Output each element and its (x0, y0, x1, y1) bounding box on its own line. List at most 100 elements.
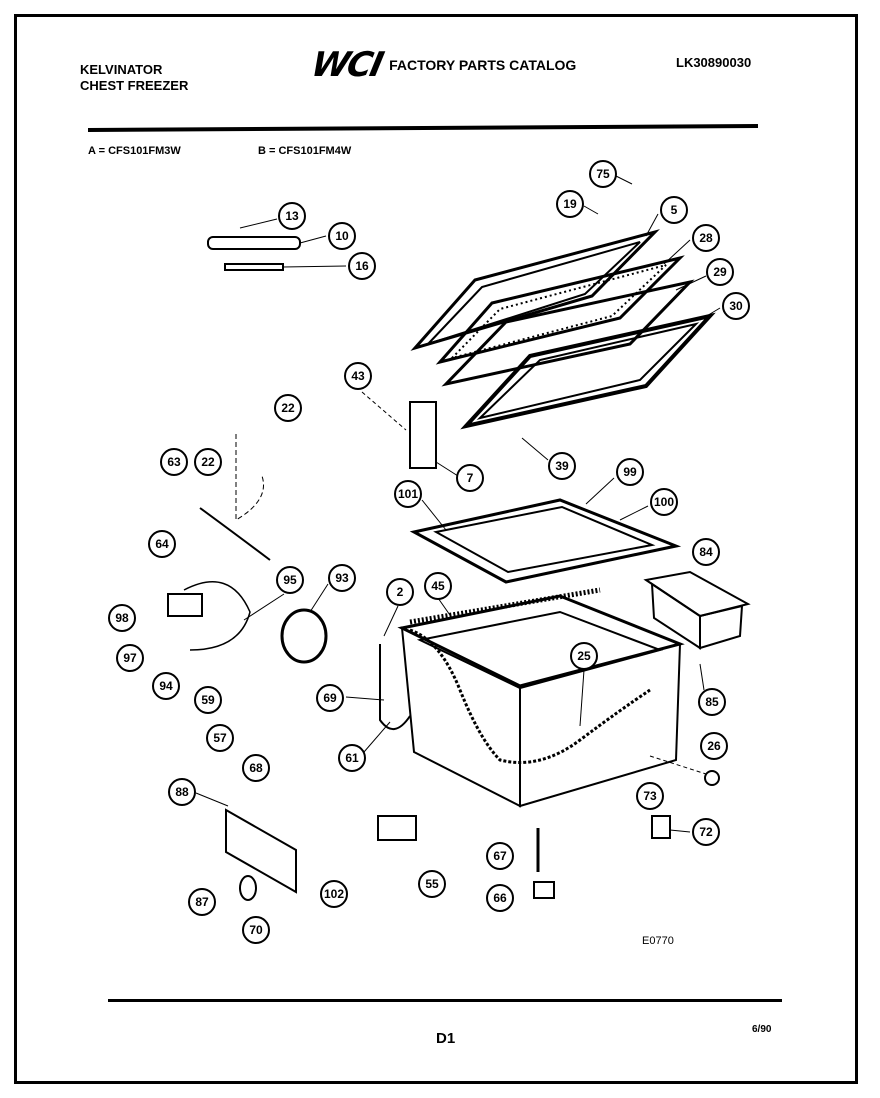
callout: 67 (486, 842, 514, 870)
callout-number: 99 (623, 465, 637, 479)
callout-number: 29 (713, 265, 727, 279)
control-panel (225, 808, 297, 894)
cabinet-side (519, 642, 682, 808)
callout: 75 (589, 160, 617, 188)
callout-number: 95 (283, 573, 297, 587)
callout-number: 2 (397, 585, 404, 599)
callout: 45 (424, 572, 452, 600)
catalog-number: LK30890030 (676, 55, 752, 70)
callout: 97 (116, 644, 144, 672)
page-number: D1 (436, 1030, 456, 1047)
callout: 39 (548, 452, 576, 480)
callout-number: 55 (425, 877, 439, 891)
callout-number: 101 (398, 487, 418, 501)
callout: 98 (108, 604, 136, 632)
screw-13-leader (239, 218, 278, 229)
callout: 19 (556, 190, 584, 218)
callout-number: 93 (335, 571, 349, 585)
callout: 99 (616, 458, 644, 486)
part-drawings (167, 175, 751, 901)
catalog-title: FACTORY PARTS CATALOG (389, 57, 577, 73)
latch (651, 815, 671, 839)
callout-number: 68 (249, 761, 263, 775)
callout: 73 (636, 782, 664, 810)
callout-number: 97 (123, 651, 137, 665)
callout-number: 7 (467, 471, 474, 485)
callout: 16 (348, 252, 376, 280)
callout-number: 94 (159, 679, 173, 693)
callout-number: 43 (351, 369, 365, 383)
hinge-leader (435, 461, 459, 477)
callout-number: 22 (281, 401, 295, 415)
handle-leader (299, 235, 327, 244)
callout: 7 (456, 464, 484, 492)
leader-75 (615, 175, 633, 185)
callout-number: 85 (705, 695, 719, 709)
callout: 22 (194, 448, 222, 476)
callout: 43 (344, 362, 372, 390)
model-b: B = CFS101FM4W (258, 145, 352, 157)
callout: 93 (328, 564, 356, 592)
callout: 68 (242, 754, 270, 782)
cabinet-front (400, 626, 521, 808)
drain-plug (704, 770, 720, 786)
callout-number: 57 (213, 731, 227, 745)
callout: 72 (692, 818, 720, 846)
callout: 95 (276, 566, 304, 594)
callout: 25 (570, 642, 598, 670)
print-date: 6/90 (752, 1024, 772, 1035)
figure-reference: E0770 (642, 935, 674, 947)
callout-number: 98 (115, 611, 129, 625)
callout-number: 5 (671, 203, 678, 217)
temperature-control (377, 815, 417, 841)
callout-number: 59 (201, 693, 215, 707)
callout: 22 (274, 394, 302, 422)
callout: 100 (650, 488, 678, 516)
callout: 5 (660, 196, 688, 224)
callout-number: 66 (493, 891, 507, 905)
compressor (280, 608, 328, 664)
leader-101 (421, 499, 447, 531)
hinge-screw-leader (361, 391, 407, 431)
lid-gasket-inner (476, 322, 700, 420)
tube-leader-2 (363, 721, 391, 753)
callout-number: 69 (323, 691, 337, 705)
callout-number: 26 (707, 739, 721, 753)
callout-number: 102 (324, 887, 344, 901)
callout-number: 84 (699, 545, 713, 559)
catalog-header: WCI FACTORY PARTS CATALOG (308, 45, 577, 85)
tube-leader (345, 696, 385, 701)
lid-frame-inner (427, 241, 641, 345)
hinge (409, 401, 437, 469)
callout-number: 10 (335, 229, 349, 243)
leader-100 (619, 505, 649, 521)
callout: 57 (206, 724, 234, 752)
basket-side (699, 604, 744, 650)
callout: 10 (328, 222, 356, 250)
callout-number: 100 (654, 495, 674, 509)
callout: 64 (148, 530, 176, 558)
leader-85 (699, 663, 705, 691)
control-knob (239, 875, 257, 901)
callout: 30 (722, 292, 750, 320)
model-a: A = CFS101FM3W (88, 145, 181, 157)
callout-number: 73 (643, 789, 657, 803)
callout: 87 (188, 888, 216, 916)
condenser-coil (409, 628, 651, 764)
leader-5 (645, 213, 659, 237)
callout: 55 (418, 870, 446, 898)
callout-number: 25 (577, 649, 591, 663)
callout-labels: 75 19 5 28 29 30 13 10 16 43 7 39 22 63 … (108, 160, 750, 944)
leader-25 (579, 669, 585, 727)
callout-number: 19 (563, 197, 577, 211)
breaker-strip (409, 498, 682, 584)
callout: 29 (706, 258, 734, 286)
compressor-leader (309, 583, 329, 613)
callout: 66 (486, 884, 514, 912)
lid-gasket (460, 312, 716, 430)
product-name: CHEST FREEZER (80, 78, 189, 93)
callout-number: 70 (249, 923, 263, 937)
leader-39 (521, 437, 549, 461)
